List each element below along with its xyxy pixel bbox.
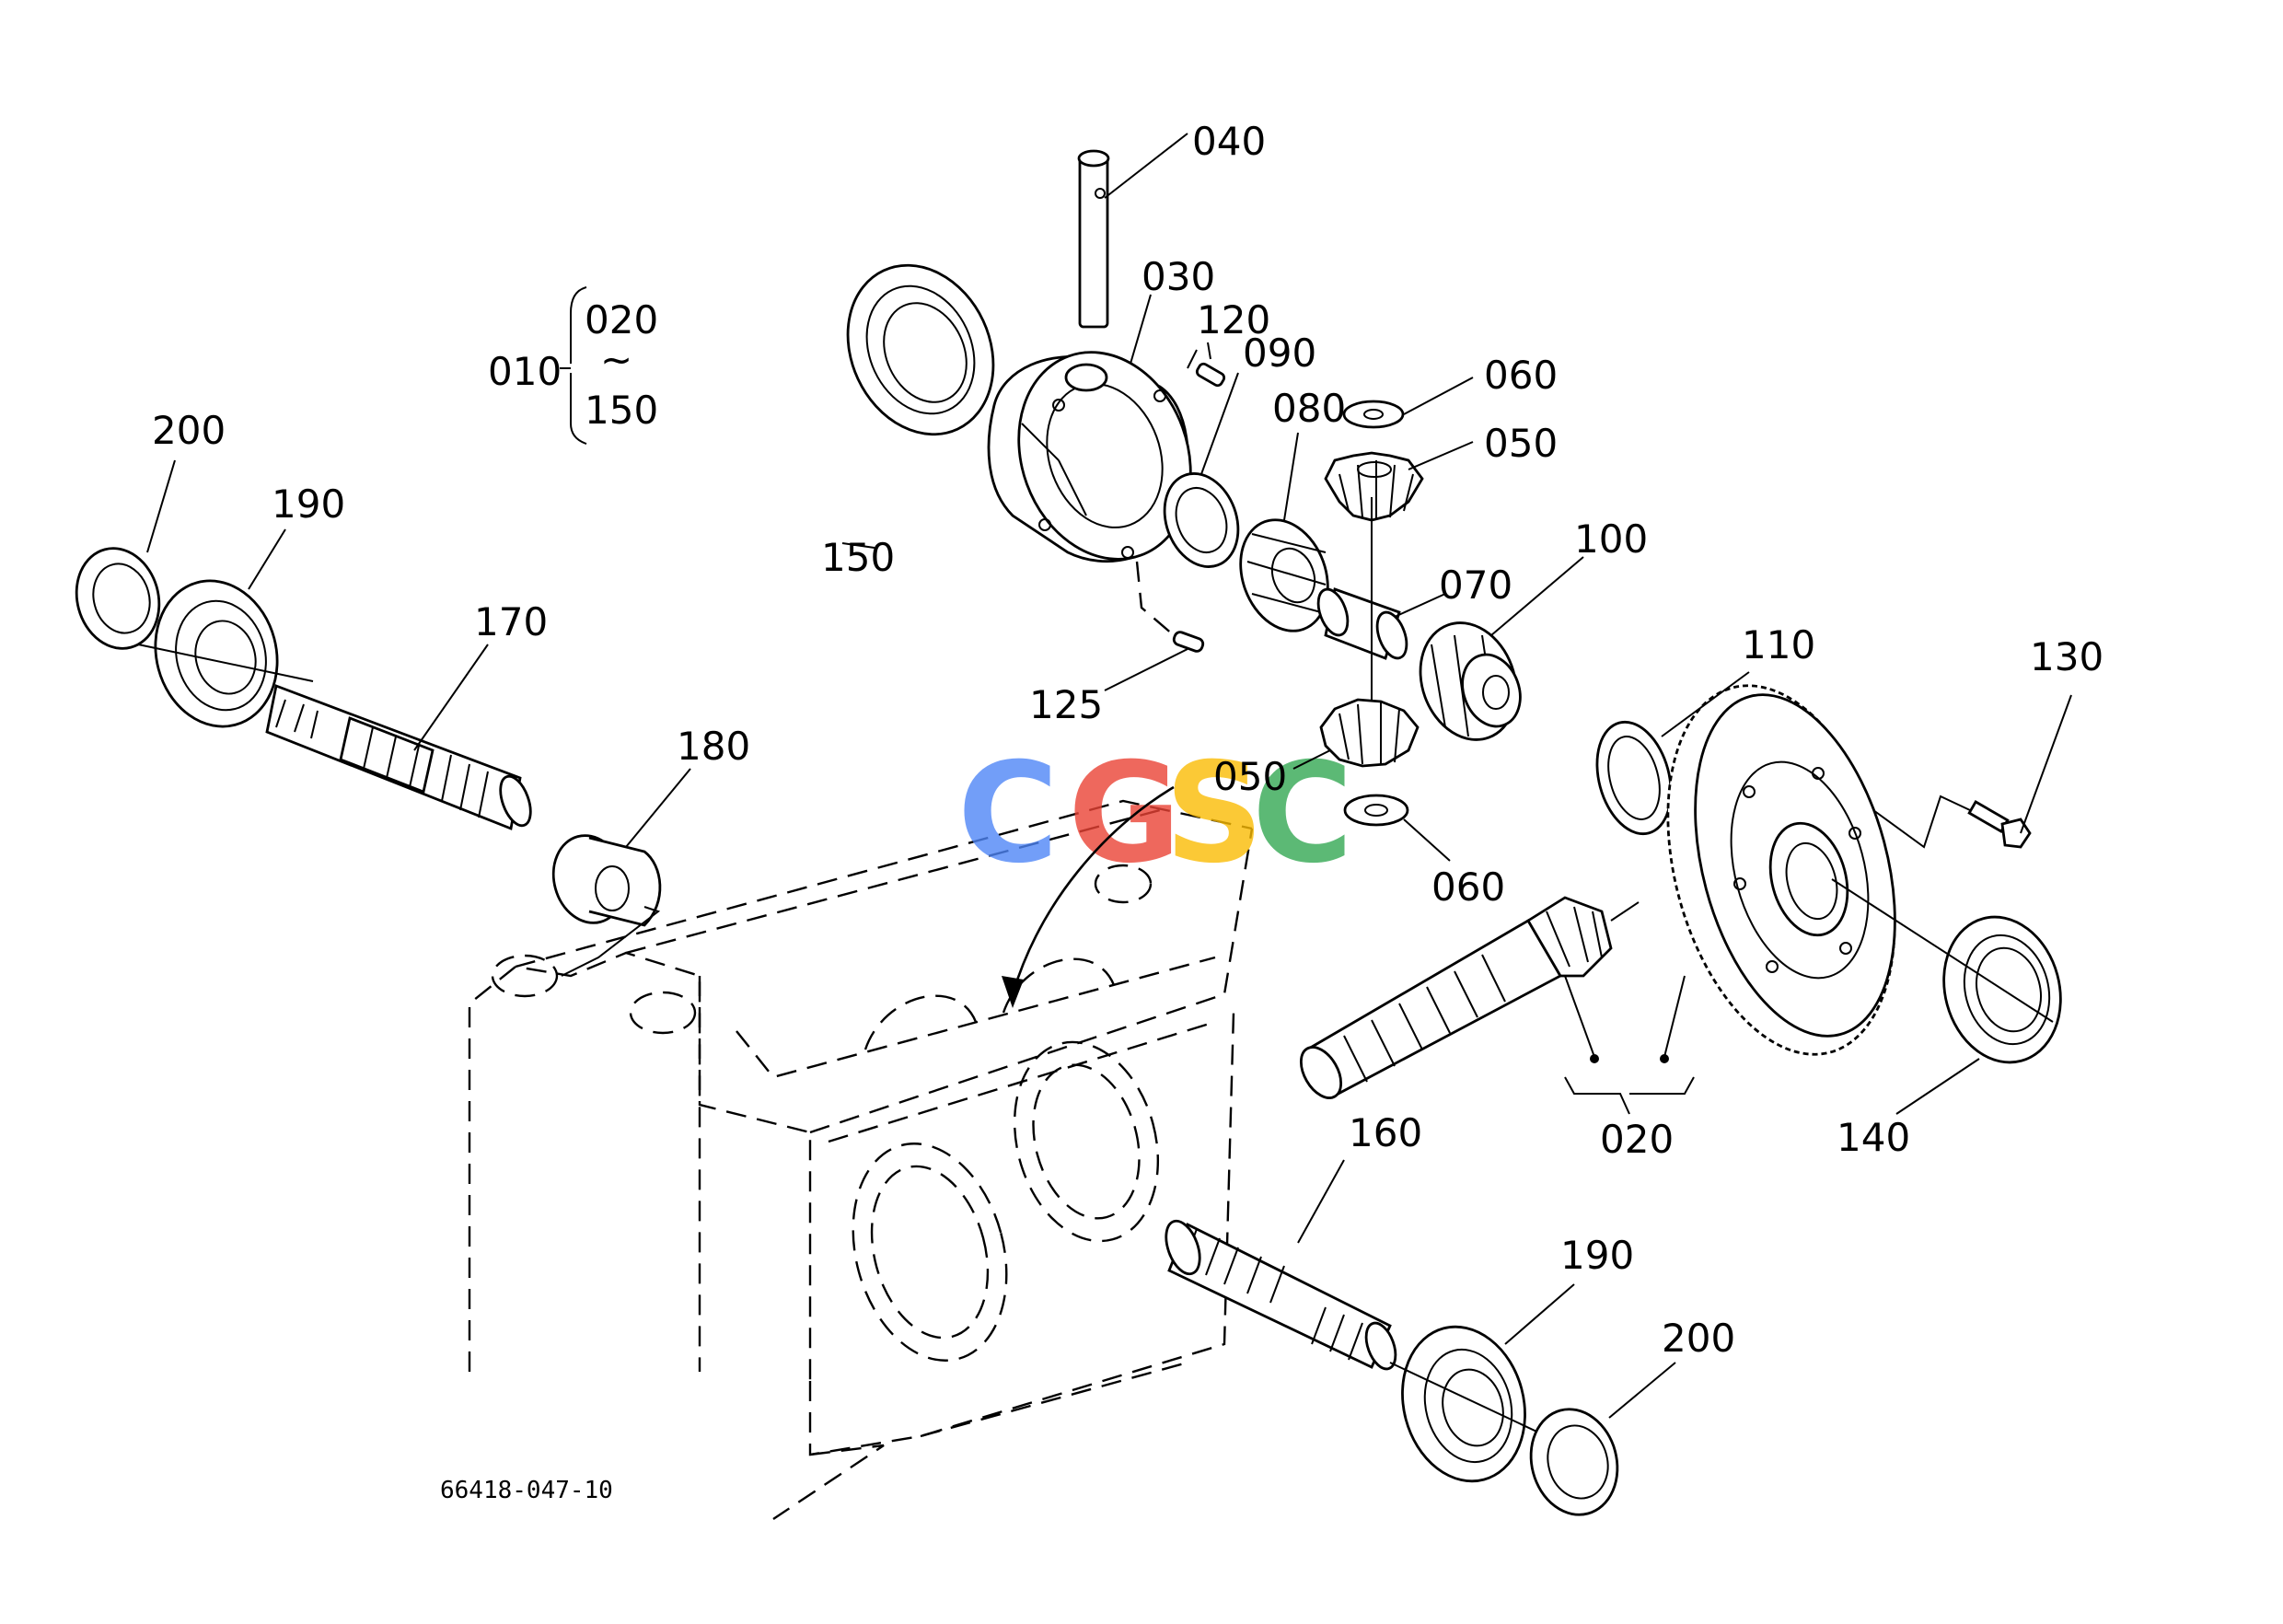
watermark-letter-c2: C: [1252, 734, 1353, 894]
shaft-160: [1165, 1219, 1397, 1371]
callout-125: 125: [1029, 682, 1103, 727]
washer-060-top: [1342, 400, 1405, 429]
diagram-code: 66418-047-10: [440, 1477, 613, 1504]
callout-060-bottom: 060: [1431, 864, 1505, 910]
callout-150: 150: [821, 535, 895, 580]
watermark-letter-g: G: [1068, 734, 1181, 894]
callout-100: 100: [1574, 516, 1648, 562]
watermark-letter-c1: C: [957, 734, 1059, 894]
bracket-last-150: 150: [585, 388, 658, 433]
bearing-140: [1831, 878, 2062, 1064]
washer-060-bottom: [1343, 794, 1409, 827]
bracket-020: [1564, 975, 1695, 1115]
ring-gear-020: [1666, 684, 1896, 1056]
transmission-case: [468, 799, 1254, 1520]
bearing-190-left: [137, 579, 314, 728]
callout-060-top: 060: [1484, 353, 1558, 398]
callout-160: 160: [1349, 1110, 1422, 1155]
seal-200-right: [1529, 1408, 1619, 1516]
callout-200-right: 200: [1662, 1316, 1735, 1361]
callout-020-bottom: 020: [1600, 1117, 1674, 1162]
callout-190-right: 190: [1560, 1233, 1634, 1278]
washer-110: [1595, 720, 1673, 836]
pin-040: [1077, 149, 1110, 329]
watermark: C G S C: [957, 734, 1353, 894]
leader-lines: [146, 133, 2072, 1419]
shaft-070: [1316, 497, 1408, 727]
watermark-letter-s: S: [1165, 734, 1264, 894]
bearing-190-right: [1389, 1325, 1547, 1483]
bracket-tilde: ~: [600, 337, 632, 382]
callout-180: 180: [677, 724, 750, 769]
collar-180: [551, 834, 662, 977]
differential-case-030: [987, 351, 1192, 563]
side-gear-080: [1239, 518, 1329, 632]
callout-030: 030: [1142, 254, 1215, 299]
seal-200-left: [75, 547, 161, 650]
callout-170: 170: [474, 599, 548, 644]
bevel-pinion-shaft-020: [1299, 896, 1640, 1099]
callout-050-top: 050: [1484, 421, 1558, 466]
callout-090: 090: [1243, 331, 1316, 376]
pin-125: [1135, 561, 1205, 653]
shaft-170: [265, 684, 532, 830]
callout-labels: 040 030 120 090 060 080 050 150 070 100 …: [152, 119, 2103, 1361]
bolt-130: [1872, 795, 2032, 849]
callout-110: 110: [1742, 622, 1815, 667]
side-gear-100: [1419, 621, 1522, 741]
bracket-parent-010: 010: [488, 349, 562, 394]
pinion-050-top: [1324, 451, 1424, 522]
bracket-first-020: 020: [585, 297, 658, 342]
callout-120: 120: [1197, 297, 1270, 342]
washer-090: [1163, 472, 1240, 568]
callout-040: 040: [1192, 119, 1266, 164]
bearing-150: [846, 263, 995, 436]
installation-arrow: [1002, 785, 1175, 1008]
callout-050-bottom: 050: [1213, 754, 1287, 799]
callout-190-left: 190: [272, 481, 345, 527]
callout-130: 130: [2030, 634, 2103, 679]
assembly-bracket: 010 020 ~ 150: [488, 286, 658, 445]
pinion-050-bottom: [1319, 698, 1420, 768]
callout-070: 070: [1439, 563, 1512, 608]
callout-140: 140: [1837, 1115, 1910, 1160]
callout-200-left: 200: [152, 408, 226, 453]
pin-120: [1187, 349, 1226, 388]
callout-080: 080: [1272, 386, 1346, 431]
